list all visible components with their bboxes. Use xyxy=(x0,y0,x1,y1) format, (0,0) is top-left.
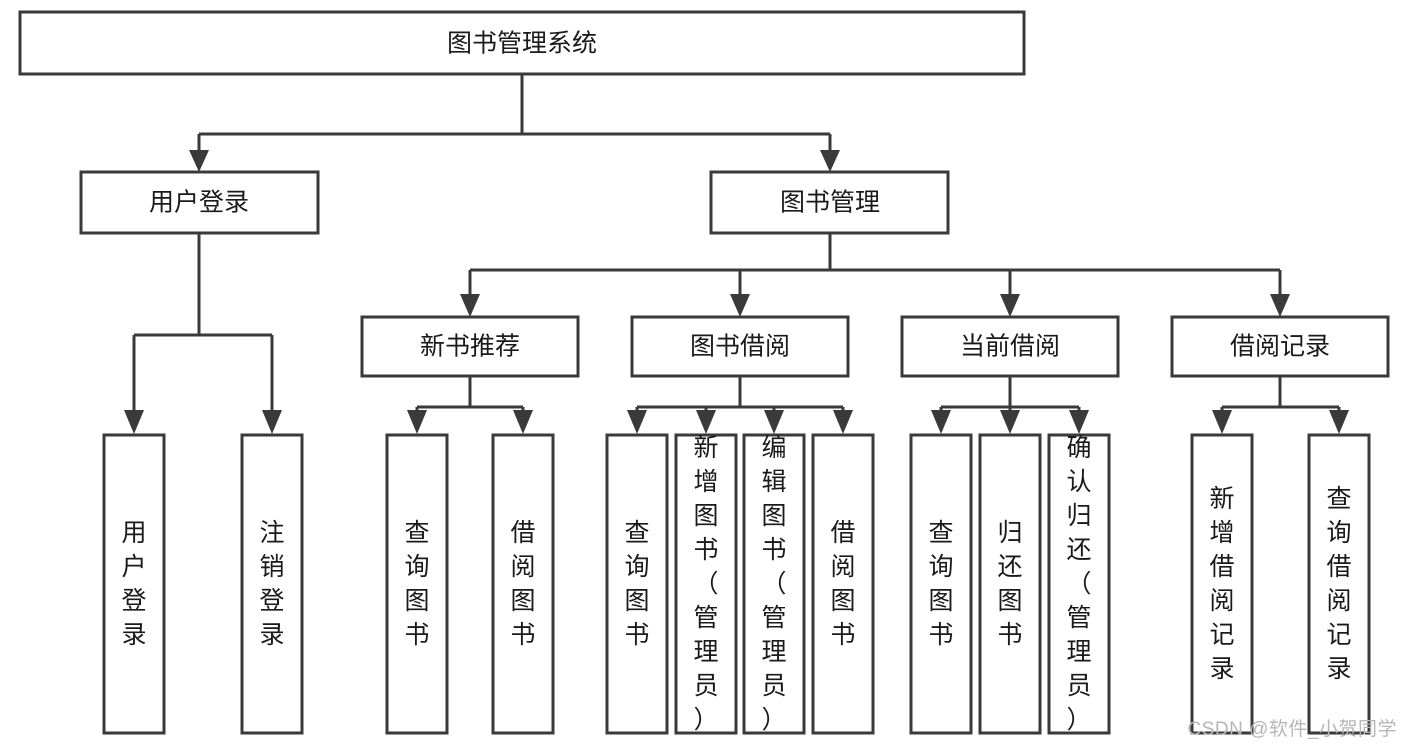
node-leaf-user-login-label: 用户登录 xyxy=(121,519,146,649)
node-leaf-confirm-return-label: 确认归还（管理员） xyxy=(1066,434,1091,734)
node-leaf-user-login[interactable]: 用户登录 xyxy=(102,433,166,735)
node-leaf-borrow-book-1-box[interactable] xyxy=(491,433,555,735)
node-leaf-query-record-box[interactable] xyxy=(1307,433,1371,735)
node-leaf-edit-book[interactable]: 编辑图书（管理员） xyxy=(742,433,806,735)
node-leaf-user-login-box[interactable] xyxy=(102,433,166,735)
node-leaf-user-logout-box[interactable] xyxy=(240,433,304,735)
node-new-book-rec[interactable]: 新书推荐 xyxy=(360,315,580,378)
node-leaf-user-logout[interactable]: 注销登录 xyxy=(240,433,304,735)
arrow-to-leaf-borrow-book-1 xyxy=(513,410,533,434)
node-leaf-borrow-book-2-label: 借阅图书 xyxy=(830,519,855,649)
arrow-to-leaf-query-book-3 xyxy=(931,410,951,434)
node-leaf-query-record[interactable]: 查询借阅记录 xyxy=(1307,433,1371,735)
node-root[interactable]: 图书管理系统 xyxy=(18,10,1026,76)
arrow-to-leaf-query-book-2 xyxy=(627,410,647,434)
arrow-to-user-login xyxy=(189,150,209,172)
arrow-to-leaf-user-logout xyxy=(262,410,282,434)
arrow-to-leaf-add-book xyxy=(696,410,716,434)
node-leaf-return-book-box[interactable] xyxy=(978,433,1042,735)
node-leaf-query-book-2-box[interactable] xyxy=(605,433,669,735)
node-leaf-add-record[interactable]: 新增借阅记录 xyxy=(1190,433,1254,735)
node-root-box[interactable] xyxy=(18,10,1026,76)
node-book-borrow[interactable]: 图书借阅 xyxy=(630,315,850,378)
node-leaf-query-record-label: 查询借阅记录 xyxy=(1326,485,1351,683)
arrow-to-book-manage xyxy=(820,150,840,172)
node-book-borrow-box[interactable] xyxy=(630,315,850,378)
arrow-to-leaf-edit-book xyxy=(764,410,784,434)
node-user-login-label: 用户登录 xyxy=(149,189,249,217)
node-leaf-query-book-2-label: 查询图书 xyxy=(624,519,649,649)
node-leaf-add-book-label: 新增图书（管理员） xyxy=(693,434,718,734)
node-leaf-query-book-2[interactable]: 查询图书 xyxy=(605,433,669,735)
connector-layer xyxy=(124,74,1349,434)
node-new-book-rec-label: 新书推荐 xyxy=(420,333,520,361)
arrow-to-current-borrow xyxy=(1000,294,1020,317)
node-book-manage-box[interactable] xyxy=(709,170,950,235)
node-leaf-confirm-return[interactable]: 确认归还（管理员） xyxy=(1047,433,1111,735)
node-book-borrow-label: 图书借阅 xyxy=(690,333,790,361)
node-borrow-record-box[interactable] xyxy=(1170,315,1390,378)
node-current-borrow-label: 当前借阅 xyxy=(960,333,1060,361)
arrow-to-new-book-rec xyxy=(460,294,480,317)
node-leaf-return-book[interactable]: 归还图书 xyxy=(978,433,1042,735)
node-leaf-query-book-1[interactable]: 查询图书 xyxy=(385,433,449,735)
node-new-book-rec-box[interactable] xyxy=(360,315,580,378)
node-user-login[interactable]: 用户登录 xyxy=(79,170,320,235)
node-user-login-box[interactable] xyxy=(79,170,320,235)
node-leaf-query-book-1-label: 查询图书 xyxy=(404,519,429,649)
node-current-borrow-box[interactable] xyxy=(900,315,1120,378)
arrow-to-leaf-borrow-book-2 xyxy=(833,410,853,434)
node-leaf-borrow-book-1-label: 借阅图书 xyxy=(510,519,535,649)
node-book-manage-label: 图书管理 xyxy=(780,189,880,217)
node-leaf-edit-book-label: 编辑图书（管理员） xyxy=(761,434,786,734)
arrow-to-leaf-confirm-return xyxy=(1069,410,1089,434)
node-leaf-confirm-return-box[interactable] xyxy=(1047,433,1111,735)
node-root-label: 图书管理系统 xyxy=(447,30,597,58)
node-current-borrow[interactable]: 当前借阅 xyxy=(900,315,1120,378)
node-leaf-user-logout-label: 注销登录 xyxy=(259,519,284,649)
node-leaf-add-book-box[interactable] xyxy=(674,433,738,735)
node-leaf-query-book-3-label: 查询图书 xyxy=(928,519,953,649)
node-borrow-record[interactable]: 借阅记录 xyxy=(1170,315,1390,378)
node-leaf-query-book-3[interactable]: 查询图书 xyxy=(909,433,973,735)
node-leaf-borrow-book-2-box[interactable] xyxy=(811,433,875,735)
node-leaf-add-record-box[interactable] xyxy=(1190,433,1254,735)
node-leaf-add-book[interactable]: 新增图书（管理员） xyxy=(674,433,738,735)
arrow-to-leaf-query-book-1 xyxy=(407,410,427,434)
node-leaf-query-book-1-box[interactable] xyxy=(385,433,449,735)
arrow-to-leaf-query-record xyxy=(1329,410,1349,434)
node-leaf-add-record-label: 新增借阅记录 xyxy=(1209,485,1234,683)
arrow-to-leaf-return-book xyxy=(1000,410,1020,434)
node-leaf-return-book-label: 归还图书 xyxy=(997,519,1022,649)
arrow-to-borrow-record xyxy=(1270,294,1290,317)
node-book-manage[interactable]: 图书管理 xyxy=(709,170,950,235)
arrow-to-leaf-add-record xyxy=(1212,410,1232,434)
node-leaf-query-book-3-box[interactable] xyxy=(909,433,973,735)
arrow-to-book-borrow xyxy=(730,294,750,317)
arrow-to-leaf-user-login xyxy=(124,410,144,434)
node-borrow-record-label: 借阅记录 xyxy=(1230,333,1330,361)
node-leaf-edit-book-box[interactable] xyxy=(742,433,806,735)
node-leaf-borrow-book-2[interactable]: 借阅图书 xyxy=(811,433,875,735)
node-leaf-borrow-book-1[interactable]: 借阅图书 xyxy=(491,433,555,735)
